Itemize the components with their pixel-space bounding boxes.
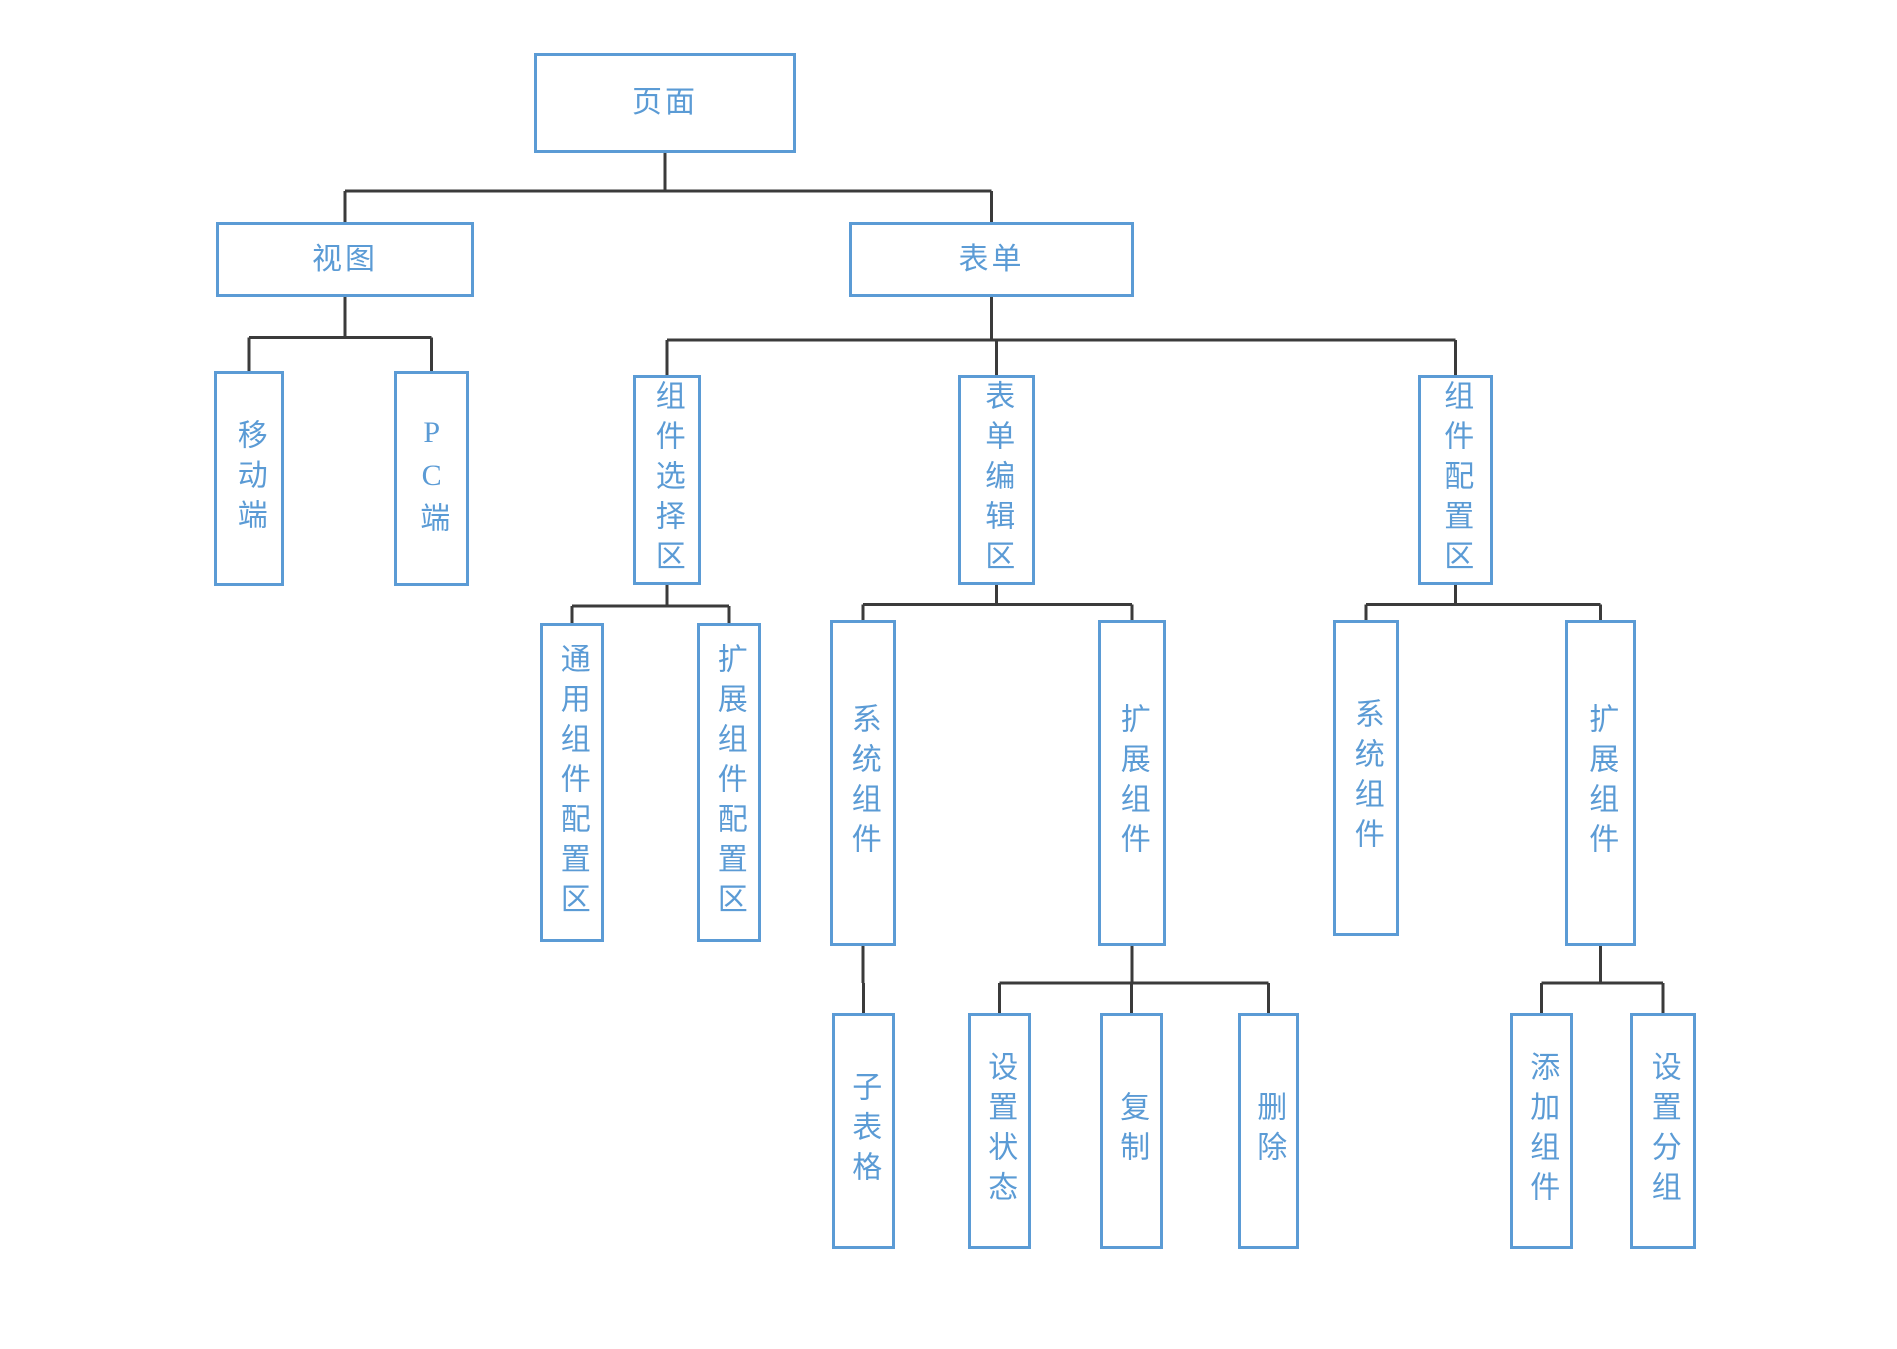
node-set-status[interactable]: 设置状态 [968, 1013, 1031, 1249]
node-ext-comp-cfg2[interactable]: 扩展组件 [1565, 620, 1636, 946]
node-pc[interactable]: PC端 [394, 371, 469, 586]
node-delete[interactable]: 删除 [1238, 1013, 1299, 1249]
node-label-form: 表单 [958, 242, 1025, 276]
node-set-group[interactable]: 设置分组 [1630, 1013, 1696, 1249]
node-label-pc: PC端 [415, 415, 449, 542]
node-form-edit[interactable]: 表单编辑区 [958, 375, 1035, 585]
node-label-view: 视图 [312, 242, 378, 276]
node-label-sys-comp-cfg: 系统组件 [1349, 698, 1383, 858]
node-label-set-status: 设置状态 [983, 1051, 1017, 1211]
node-label-ext-comp-cfg: 扩展组件配置区 [712, 642, 746, 923]
node-label-sys-comp-edit: 系统组件 [846, 703, 880, 863]
node-label-sub-table: 子表格 [847, 1071, 881, 1191]
node-label-delete: 删除 [1252, 1091, 1286, 1171]
node-label-ext-comp-edit: 扩展组件 [1115, 703, 1149, 863]
node-view[interactable]: 视图 [216, 222, 474, 297]
node-common-comp-cfg[interactable]: 通用组件配置区 [540, 623, 604, 942]
node-label-set-group: 设置分组 [1646, 1051, 1680, 1211]
node-form[interactable]: 表单 [849, 222, 1134, 297]
node-label-comp-config: 组件配置区 [1439, 380, 1473, 580]
node-label-copy: 复制 [1115, 1091, 1149, 1171]
node-add-comp[interactable]: 添加组件 [1510, 1013, 1573, 1249]
node-label-mobile: 移动端 [232, 418, 266, 539]
node-ext-comp-cfg[interactable]: 扩展组件配置区 [697, 623, 761, 942]
node-label-page: 页面 [632, 86, 698, 120]
node-label-comp-select: 组件选择区 [650, 380, 684, 580]
node-ext-comp-edit[interactable]: 扩展组件 [1098, 620, 1166, 946]
node-sys-comp-edit[interactable]: 系统组件 [830, 620, 896, 946]
node-label-common-comp-cfg: 通用组件配置区 [555, 642, 589, 923]
node-mobile[interactable]: 移动端 [214, 371, 284, 586]
node-label-add-comp: 添加组件 [1525, 1051, 1559, 1211]
node-sys-comp-cfg[interactable]: 系统组件 [1333, 620, 1399, 936]
node-copy[interactable]: 复制 [1100, 1013, 1163, 1249]
node-page[interactable]: 页面 [534, 53, 796, 153]
node-comp-select[interactable]: 组件选择区 [633, 375, 701, 585]
node-label-form-edit: 表单编辑区 [980, 380, 1014, 580]
node-label-ext-comp-cfg2: 扩展组件 [1584, 703, 1618, 863]
node-sub-table[interactable]: 子表格 [832, 1013, 895, 1249]
node-comp-config[interactable]: 组件配置区 [1418, 375, 1493, 585]
